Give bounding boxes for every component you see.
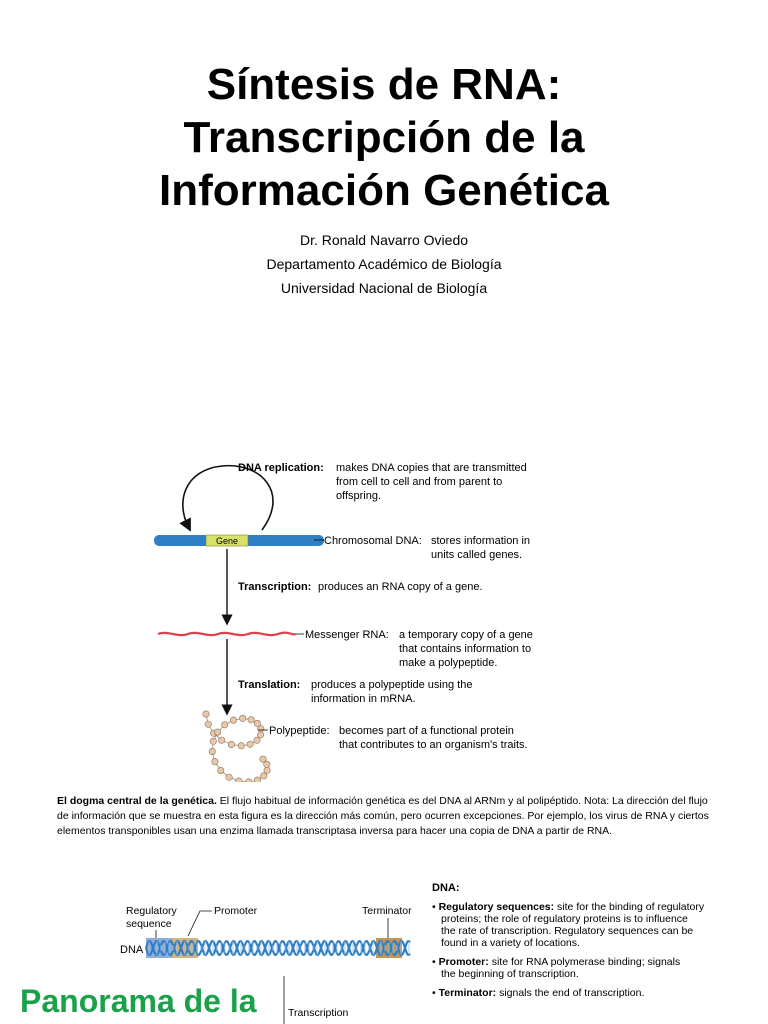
amino-acid-bead (211, 758, 219, 766)
amino-acid-bead (204, 720, 212, 728)
replication-loop-arrow (179, 464, 274, 532)
dna-strand-2 (144, 940, 411, 956)
title-line-1: Síntesis de RNA: (206, 60, 562, 109)
chromosomal-term: Chromosomal DNA: (324, 535, 422, 547)
mrna-term: Messenger RNA: (305, 629, 389, 641)
polypeptide-backbone (205, 713, 268, 782)
amino-acid-bead (263, 766, 271, 774)
dna-helix (144, 940, 411, 956)
polypeptide-chain (202, 710, 271, 782)
amino-acid-bead (221, 721, 229, 729)
dna-strand-1 (144, 940, 411, 956)
amino-acid-bead (253, 736, 261, 744)
amino-acid-bead (247, 716, 255, 724)
caption-bold: El dogma central de la genética. (57, 795, 217, 807)
amino-acid-bead (202, 710, 210, 718)
gene-structure-figure: Regulatory sequence Promoter Terminator … (120, 882, 705, 1024)
figure-caption: El dogma central de la genética. El fluj… (57, 794, 719, 839)
title-line-2: Transcripción de la (183, 113, 585, 162)
amino-acid-bead (230, 716, 238, 724)
amino-acid-bead (257, 731, 265, 739)
author-university: Universidad Nacional de Biología (280, 280, 488, 296)
regulatory-label-1: Regulatory (126, 905, 178, 917)
legend-item-1: • Regulatory sequences: site for the bin… (432, 901, 705, 913)
transcription-label: Transcription (288, 1007, 348, 1019)
mrna-desc-2: that contains information to (399, 643, 531, 655)
legend-title: DNA: (432, 882, 460, 894)
dna-label: DNA (120, 944, 144, 956)
replication-desc-2: from cell to cell and from parent to (336, 476, 502, 488)
amino-acid-bead (218, 736, 226, 744)
legend-item-2-line-2: the beginning of transcription. (441, 968, 579, 980)
terminator-label: Terminator (362, 905, 412, 917)
amino-acid-bead (254, 776, 261, 782)
amino-acid-bead (245, 778, 253, 782)
regulatory-label-2: sequence (126, 918, 172, 930)
gene-label: Gene (216, 536, 238, 546)
translation-term: Translation: (238, 679, 300, 691)
gene-segment (205, 534, 249, 547)
amino-acid-bead (227, 740, 235, 748)
promoter-label: Promoter (214, 905, 258, 917)
caption-text: El flujo habitual de información genétic… (57, 795, 709, 837)
promoter-leader (187, 910, 212, 937)
translation-desc-1: produces a polypeptide using the (311, 679, 472, 691)
mrna-desc-1: a temporary copy of a gene (399, 629, 533, 641)
central-dogma-figure: Gene DNA replication: makes DNA copies t… (154, 462, 533, 782)
amino-acid-bead (214, 728, 222, 736)
transcription-desc: produces an RNA copy of a gene. (318, 581, 483, 593)
legend-item-1-line-3: the rate of transcription. Regulatory se… (441, 925, 693, 937)
amino-acid-bead (217, 766, 225, 774)
mrna-desc-3: make a polypeptide. (399, 657, 497, 669)
legend-item-1-line-4: found in a variety of locations. (441, 937, 580, 949)
author-block: Dr. Ronald Navarro Oviedo Departamento A… (0, 228, 768, 300)
page-title: Síntesis de RNA: Transcripción de la Inf… (0, 58, 768, 217)
chromosomal-desc-2: units called genes. (431, 549, 522, 561)
amino-acid-bead (235, 777, 243, 782)
amino-acid-bead (259, 755, 267, 763)
polypeptide-desc-1: becomes part of a functional protein (339, 725, 514, 737)
replication-term: DNA replication: (238, 462, 324, 474)
amino-acid-bead (225, 773, 233, 781)
amino-acid-bead (237, 742, 245, 750)
translation-desc-2: information in mRNA. (311, 693, 416, 705)
amino-acid-bead (246, 740, 254, 748)
polypeptide-term: Polypeptide: (269, 725, 330, 737)
amino-acid-bead (239, 714, 247, 722)
mrna-strand (157, 631, 297, 637)
panorama-heading: Panorama de la (20, 983, 257, 1019)
transcription-term: Transcription: (238, 581, 311, 593)
author-department: Departamento Académico de Biología (266, 256, 502, 272)
author-name: Dr. Ronald Navarro Oviedo (299, 232, 469, 248)
legend-item-1-line-2: proteins; the role of regulatory protein… (441, 913, 688, 925)
title-line-3: Información Genética (159, 166, 609, 215)
amino-acid-bead (208, 747, 216, 755)
amino-acid-bead (209, 737, 217, 745)
amino-acid-bead (260, 772, 268, 780)
amino-acid-bead (263, 760, 271, 768)
amino-acid-bead (253, 719, 261, 727)
legend-item-2: • Promoter: site for RNA polymerase bind… (432, 956, 680, 968)
replication-desc-3: offspring. (336, 490, 381, 502)
chromosomal-desc-1: stores information in (431, 535, 530, 547)
replication-desc-1: makes DNA copies that are transmitted (336, 462, 527, 474)
legend-item-3: • Terminator: signals the end of transcr… (432, 987, 644, 999)
polypeptide-desc-2: that contributes to an organism's traits… (339, 739, 528, 751)
